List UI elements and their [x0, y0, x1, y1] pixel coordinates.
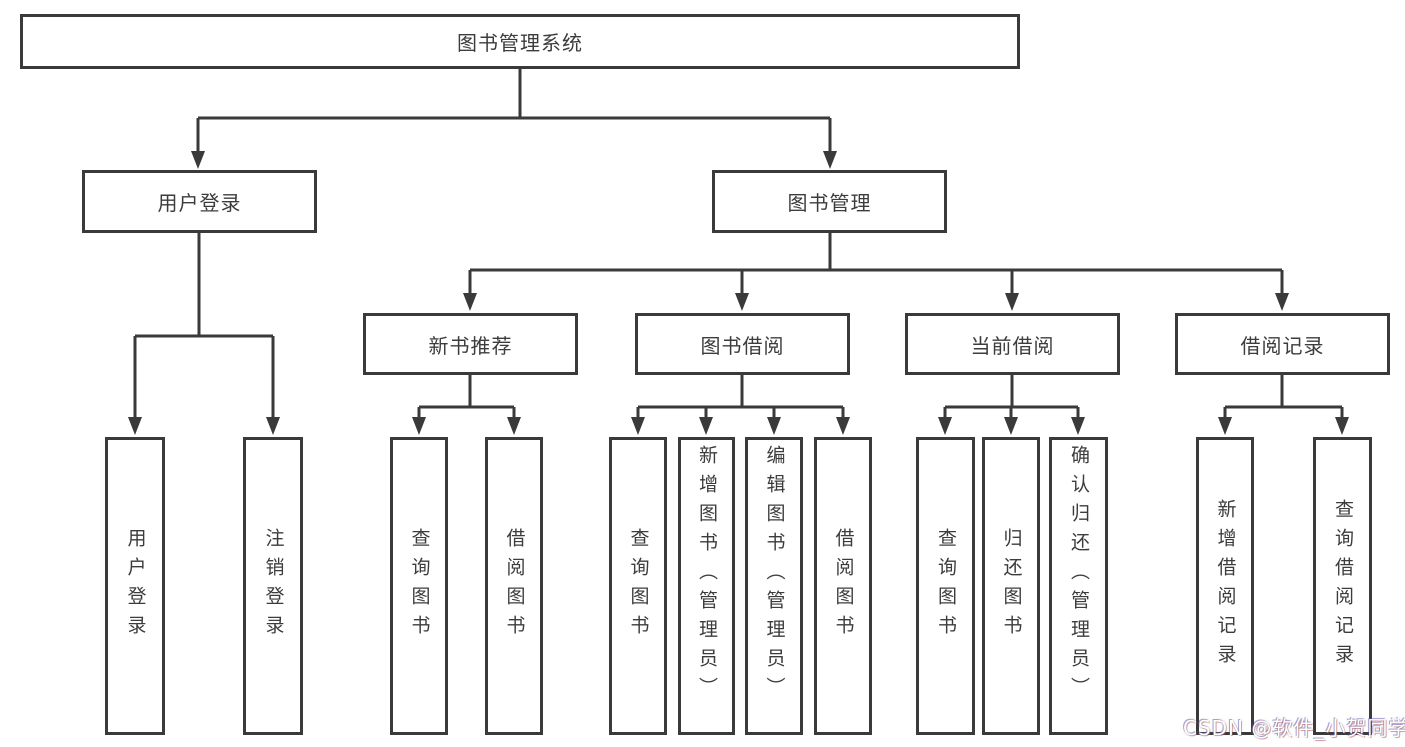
arrowhead-icon — [1218, 417, 1232, 435]
leaf-confirm-return-admin: 确认归还（管理员） — [1049, 437, 1108, 735]
arrowhead-icon — [1275, 293, 1289, 311]
node-label: 图书管理系统 — [457, 31, 583, 55]
node-book-borrow: 图书借阅 — [635, 313, 850, 375]
node-book-management: 图书管理 — [712, 170, 947, 233]
arrowhead-icon — [412, 417, 426, 435]
arrowhead-icon — [1004, 417, 1018, 435]
leaf-label: 查询图书 — [408, 528, 431, 644]
arrowhead-icon — [128, 417, 142, 435]
node-borrow-records: 借阅记录 — [1175, 313, 1390, 375]
leaf-return-books: 归还图书 — [982, 437, 1040, 735]
node-label: 新书推荐 — [428, 333, 513, 358]
arrowhead-icon — [1335, 417, 1349, 435]
leaf-label: 新增借阅记录 — [1214, 499, 1237, 673]
arrowhead-icon — [767, 417, 781, 435]
arrowhead-icon — [266, 417, 280, 435]
node-root-system: 图书管理系统 — [20, 14, 1020, 69]
arrowhead-icon — [836, 417, 850, 435]
leaf-query-borrow-record: 查询借阅记录 — [1313, 437, 1372, 735]
leaf-label: 查询借阅记录 — [1332, 499, 1354, 673]
node-user-login: 用户登录 — [82, 170, 317, 233]
node-current-borrow: 当前借阅 — [905, 313, 1120, 375]
node-label: 图书管理 — [787, 191, 872, 215]
arrowhead-icon — [507, 417, 521, 435]
leaf-logout: 注销登录 — [243, 437, 303, 735]
node-label: 借阅记录 — [1240, 333, 1325, 358]
node-label: 用户登录 — [157, 191, 242, 215]
leaf-label: 确认归还（管理员） — [1068, 445, 1090, 706]
arrowhead-icon — [938, 417, 952, 435]
leaf-user-login: 用户登录 — [105, 437, 165, 735]
node-label: 当前借阅 — [970, 333, 1055, 358]
leaf-borrow-books-borrow: 借阅图书 — [814, 437, 872, 735]
edge-arrowheads — [128, 151, 1349, 435]
arrowhead-icon — [735, 293, 749, 311]
leaf-label: 借阅图书 — [832, 528, 855, 644]
leaf-edit-books-admin: 编辑图书（管理员） — [745, 437, 803, 735]
leaf-label: 用户登录 — [124, 528, 147, 644]
arrowhead-icon — [1071, 417, 1085, 435]
leaf-label: 新增图书（管理员） — [696, 445, 718, 706]
arrowhead-icon — [699, 417, 713, 435]
leaf-label: 借阅图书 — [503, 528, 526, 644]
leaf-query-books-borrow: 查询图书 — [609, 437, 667, 735]
leaf-label: 编辑图书（管理员） — [763, 445, 786, 706]
leaf-label: 查询图书 — [935, 528, 957, 644]
arrowhead-icon — [1005, 293, 1019, 311]
node-new-book-recommend: 新书推荐 — [363, 313, 578, 375]
leaf-query-books-current: 查询图书 — [916, 437, 975, 735]
arrowhead-icon — [823, 151, 837, 169]
csdn-watermark: CSDN @软件_小贺同学 — [1183, 716, 1405, 740]
leaf-add-borrow-record: 新增借阅记录 — [1196, 437, 1254, 735]
arrowhead-icon — [463, 293, 477, 311]
leaf-add-books-admin: 新增图书（管理员） — [678, 437, 735, 735]
leaf-label: 查询图书 — [627, 528, 650, 644]
node-label: 图书借阅 — [700, 333, 785, 358]
leaf-label: 注销登录 — [262, 528, 285, 644]
leaf-label: 归还图书 — [1000, 528, 1023, 644]
arrowhead-icon — [191, 151, 205, 169]
leaf-query-books-recommend: 查询图书 — [390, 437, 448, 735]
leaf-borrow-books-recommend: 借阅图书 — [485, 437, 543, 735]
arrowhead-icon — [631, 417, 645, 435]
